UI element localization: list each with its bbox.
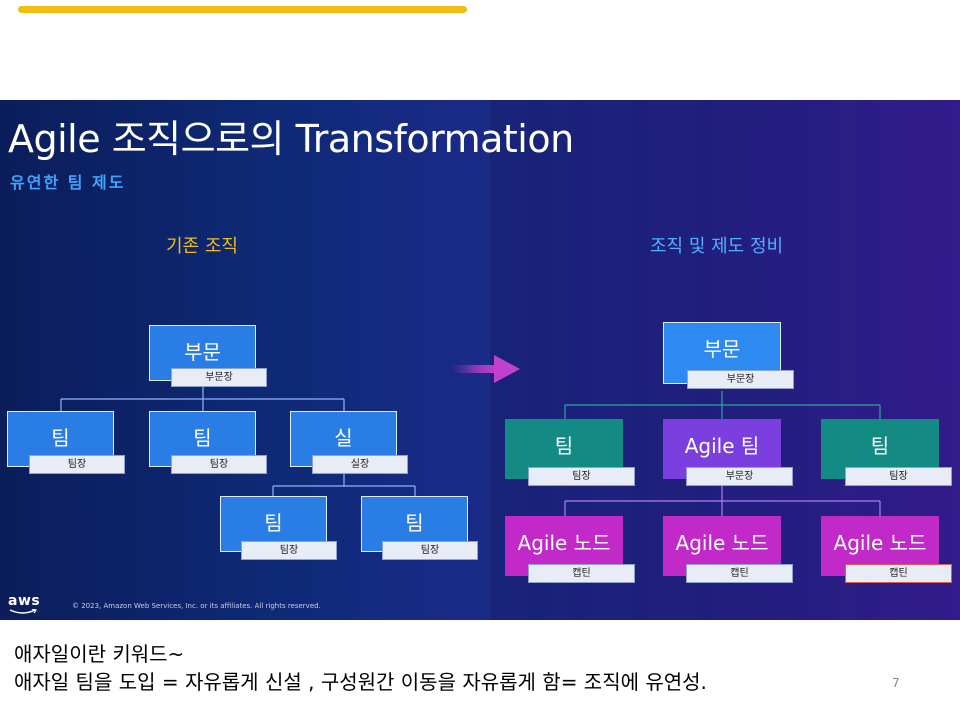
box-label: 팀 xyxy=(51,426,70,450)
box-label: 팀 xyxy=(193,426,212,450)
left-root-tag: 부문장 xyxy=(171,368,267,387)
right-root-tag: 부문장 xyxy=(687,370,794,389)
left-subteam-tag-2: 팀장 xyxy=(382,541,478,560)
accent-bar xyxy=(18,6,467,13)
box-label: 부문 xyxy=(703,337,741,361)
slide-title: Agile 조직으로의 Transformation xyxy=(8,117,574,161)
left-team-tag-1: 팀장 xyxy=(29,455,125,474)
note-line-1: 애자일이란 키워드~ xyxy=(14,642,185,666)
right-team-tag-1: 팀장 xyxy=(528,467,635,486)
note-line-2: 애자일 팀을 도입 = 자유롭게 신설 , 구성원간 이동을 자유롭게 함= 조… xyxy=(14,670,707,694)
page-number: 7 xyxy=(892,676,900,690)
left-subteam-tag-1: 팀장 xyxy=(241,541,337,560)
right-agile-node-box-3: Agile 노드 xyxy=(821,516,939,576)
right-agile-team-tag: 부문장 xyxy=(686,467,793,486)
box-label: 팀 xyxy=(405,511,424,535)
box-label: 팀 xyxy=(870,434,890,458)
transform-arrow-icon xyxy=(452,355,520,383)
left-team-tag-2: 팀장 xyxy=(171,455,267,474)
box-label: 실 xyxy=(334,426,353,450)
box-label: Agile 노드 xyxy=(833,531,927,555)
right-team-tag-2: 팀장 xyxy=(845,467,952,486)
right-agile-node-tag-2: 캡틴 xyxy=(686,564,793,583)
right-section-label: 조직 및 제도 정비 xyxy=(650,236,784,257)
box-label: 부문 xyxy=(184,340,221,364)
aws-smile-icon xyxy=(9,609,37,614)
copyright-text: © 2023, Amazon Web Services, Inc. or its… xyxy=(72,602,321,610)
box-label: 팀 xyxy=(264,511,283,535)
left-section-label: 기존 조직 xyxy=(166,236,238,257)
slide-subtitle: 유연한 팀 제도 xyxy=(10,173,126,192)
left-sil-tag: 실장 xyxy=(312,455,408,474)
box-label: Agile 노드 xyxy=(517,531,611,555)
box-label: 팀 xyxy=(554,434,574,458)
box-label: Agile 팀 xyxy=(684,434,760,458)
slide: Agile 조직으로의 Transformation 유연한 팀 제도 기존 조… xyxy=(0,100,960,620)
right-agile-node-tag-1: 캡틴 xyxy=(528,564,635,583)
box-label: Agile 노드 xyxy=(675,531,769,555)
aws-logo: aws xyxy=(8,593,41,609)
right-agile-node-tag-3: 캡틴 xyxy=(845,564,952,583)
